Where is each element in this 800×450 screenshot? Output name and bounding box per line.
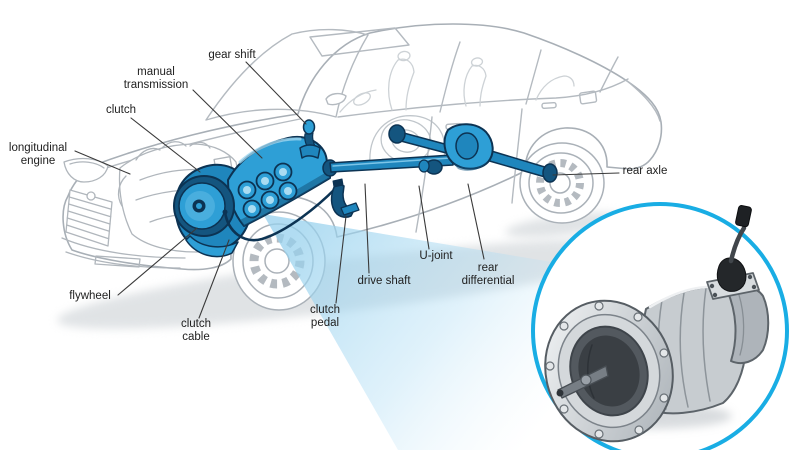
inset-circle (531, 202, 789, 450)
bumper-line (61, 237, 186, 259)
label-gear-shift: gear shift (208, 49, 256, 61)
fog-intake (94, 255, 141, 268)
clutch-pedal-lever (330, 178, 360, 218)
b-pillar-front (439, 41, 461, 113)
windshield (205, 28, 369, 121)
steering-wheel (353, 92, 371, 106)
front-door-line (415, 116, 433, 233)
leader-lines (74, 61, 620, 319)
clutch-cable-line (223, 186, 338, 242)
b-pillar-rear (525, 49, 542, 105)
side-mirror (325, 92, 347, 106)
drive-shaft-rod (322, 154, 454, 177)
brand-emblem (86, 191, 96, 201)
car-linework (99, 27, 661, 233)
beltline (337, 78, 629, 118)
label-u-joint: U-joint (419, 250, 453, 262)
shifter-boot (716, 257, 747, 292)
rear-door-handle (541, 101, 557, 110)
bell-bolts (545, 301, 669, 439)
flywheel-disc (173, 175, 235, 237)
trunk-line (625, 79, 661, 122)
label-flywheel: flywheel (69, 290, 111, 302)
inset-transmission (544, 205, 770, 443)
hood-cut-line (99, 118, 301, 171)
label-rear-axle: rear axle (622, 165, 668, 177)
sunroof (309, 27, 410, 57)
fuel-door (578, 90, 598, 105)
shifter-connector (735, 205, 752, 228)
front-fascia (61, 157, 186, 269)
shifter-stick (728, 225, 747, 264)
interior-seats (339, 50, 575, 113)
beam-highlight (263, 214, 600, 450)
gear-shift-knob (299, 119, 321, 159)
rear-wheel (519, 142, 605, 224)
drivetrain-highlight (173, 119, 558, 258)
rear-axle-hub (542, 163, 558, 183)
rear-axle-assembly (388, 123, 558, 183)
gear-cluster (237, 162, 298, 219)
label-drive-shaft: drive shaft (357, 275, 411, 287)
label-clutch: clutch (105, 104, 137, 116)
c-pillar (599, 56, 619, 93)
